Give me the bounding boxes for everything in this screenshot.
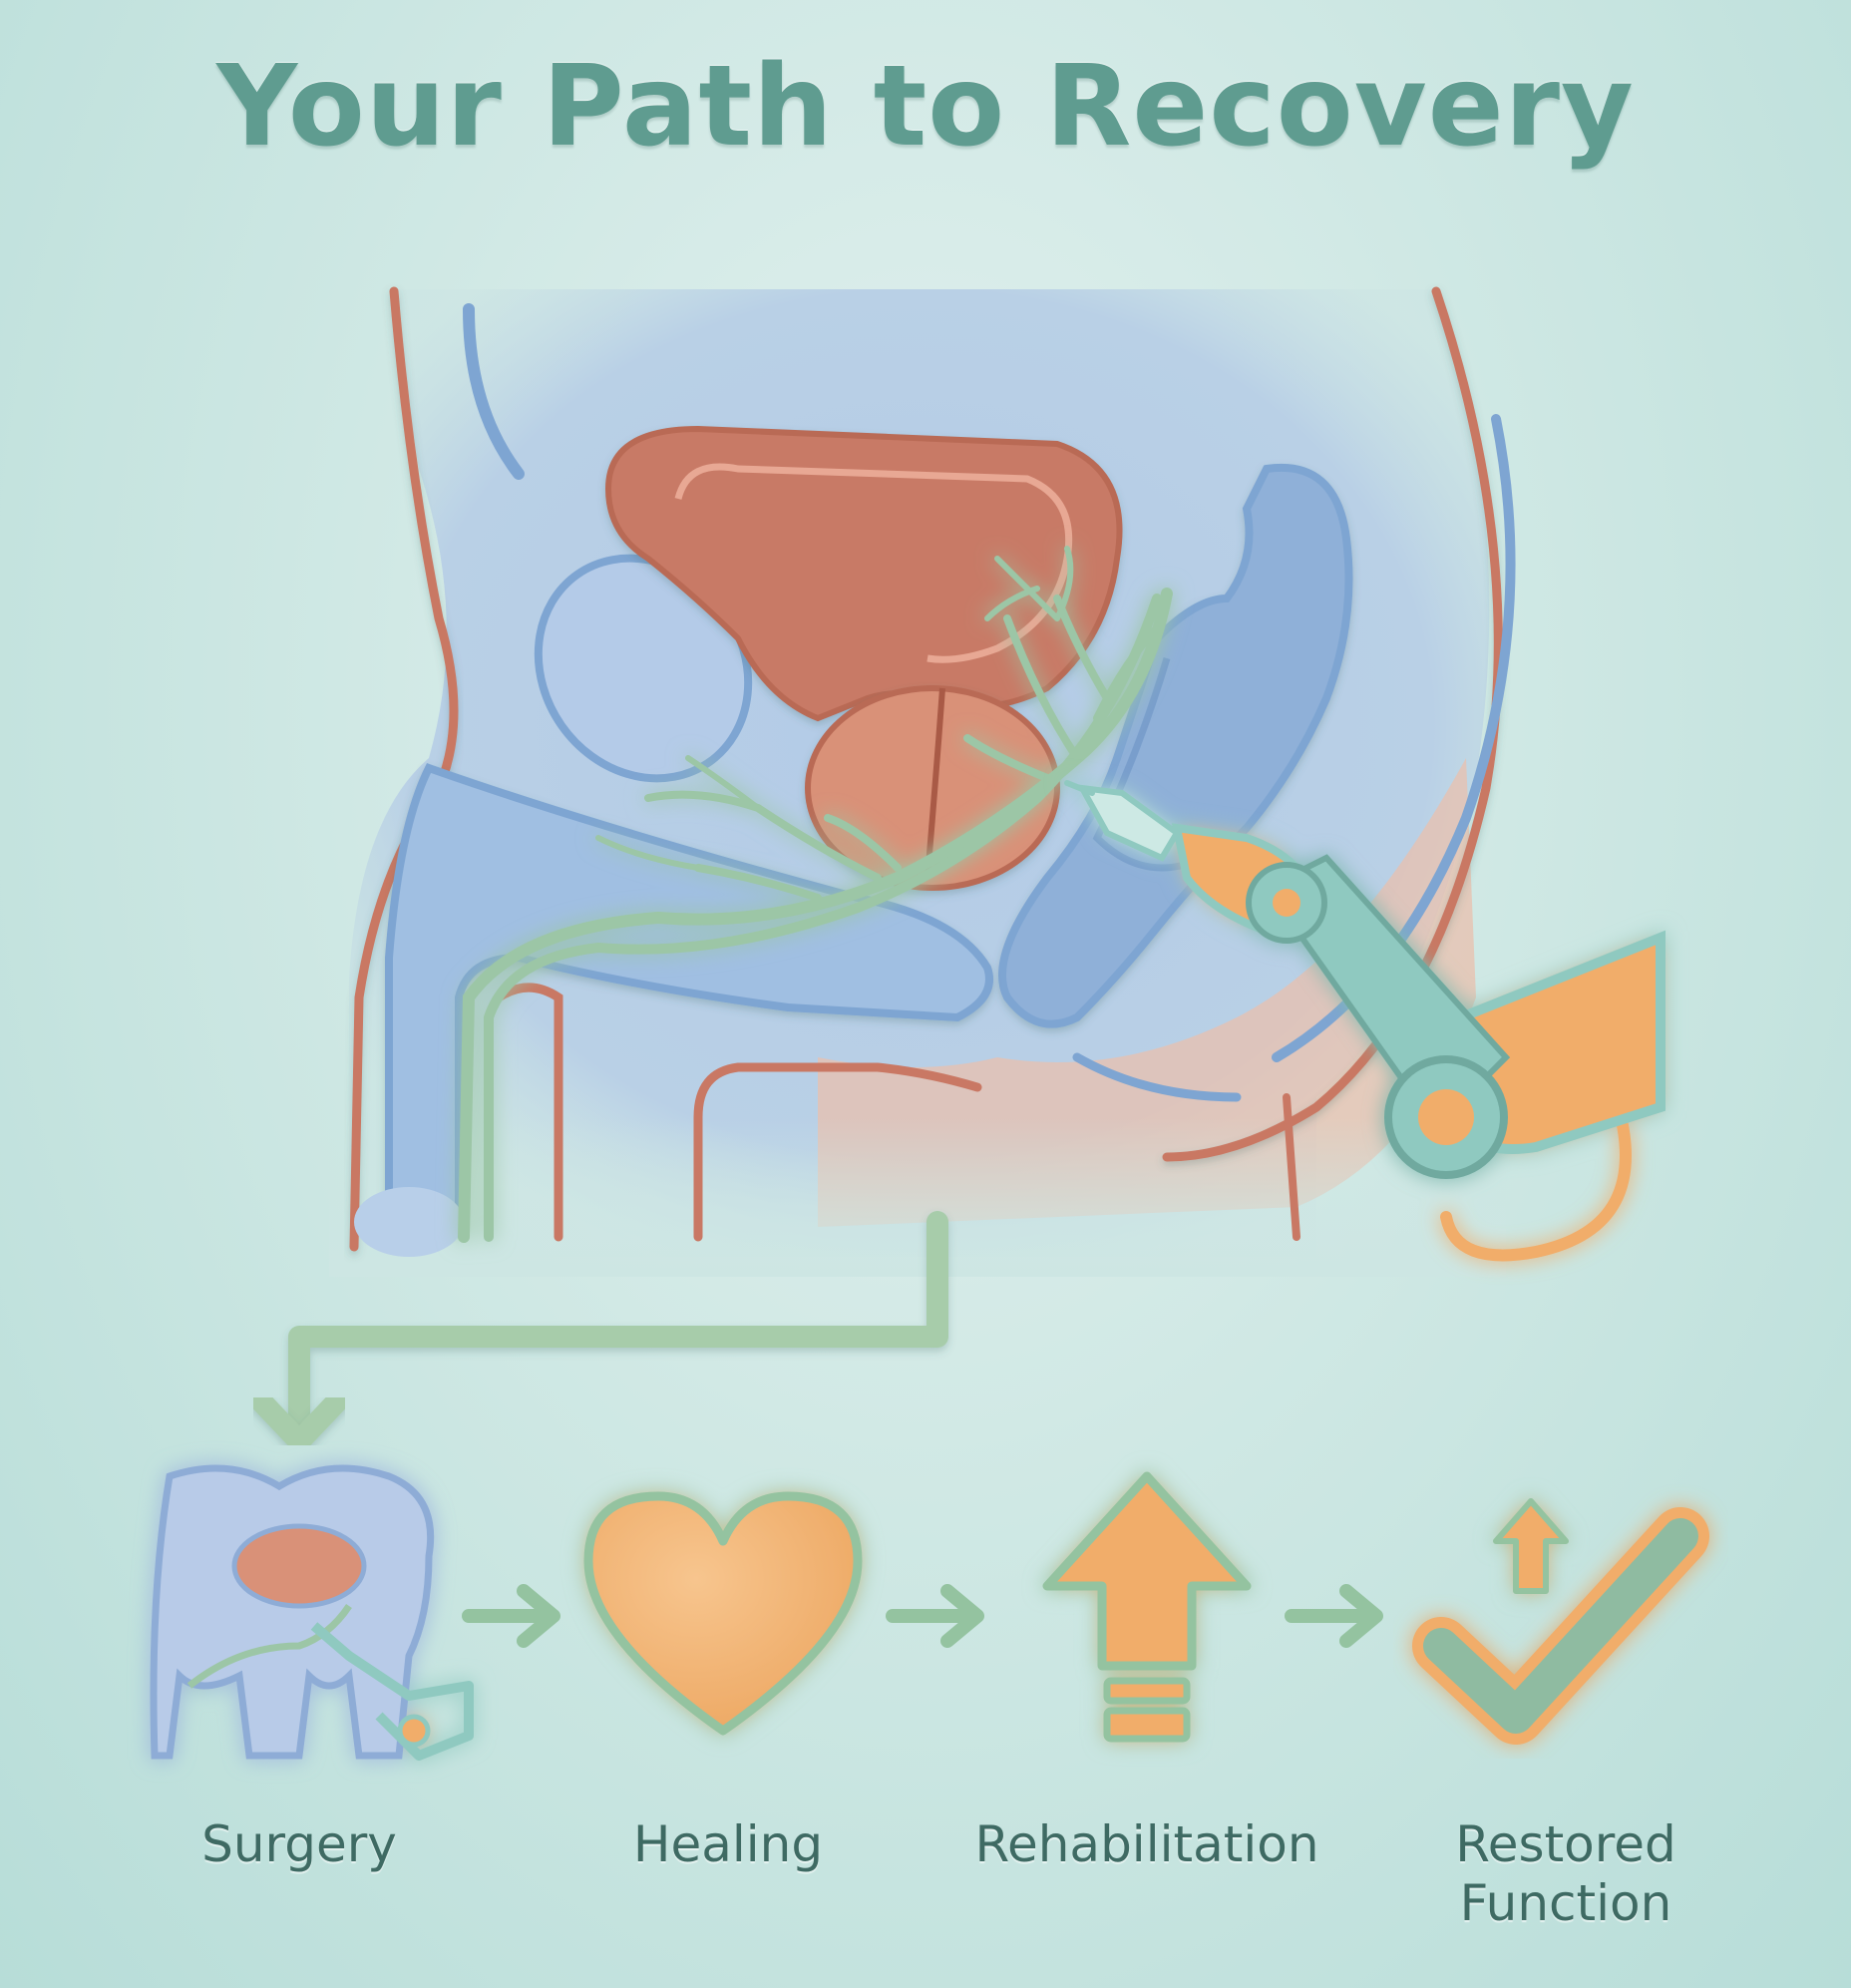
up-arrow-icon [1042, 1471, 1252, 1743]
penile-shaft [385, 763, 993, 1231]
nerve-bundles [458, 546, 1173, 1243]
step-label-surgery: Surgery [201, 1815, 397, 1873]
surgery-icon [150, 1464, 474, 1761]
anatomy-diagram [250, 286, 1516, 1452]
step-arrow-2 [886, 1584, 984, 1648]
step-label-restored-function: Restored Function [1455, 1815, 1676, 1932]
step-arrow-1 [462, 1584, 560, 1648]
page-title: Your Path to Recovery [216, 42, 1635, 172]
skin-outline-front [349, 286, 459, 1252]
testis [354, 1187, 464, 1257]
skin-outline-back [1162, 286, 1503, 1162]
heart-icon [583, 1491, 863, 1736]
robotic-arm [1064, 780, 1666, 1262]
step-label-healing: Healing [632, 1815, 824, 1873]
step-arrow-3 [1285, 1584, 1383, 1648]
step-label-rehabilitation: Rehabilitation [974, 1815, 1319, 1873]
checkmark-icon [1412, 1498, 1709, 1745]
flow-arrow [288, 1211, 948, 1427]
